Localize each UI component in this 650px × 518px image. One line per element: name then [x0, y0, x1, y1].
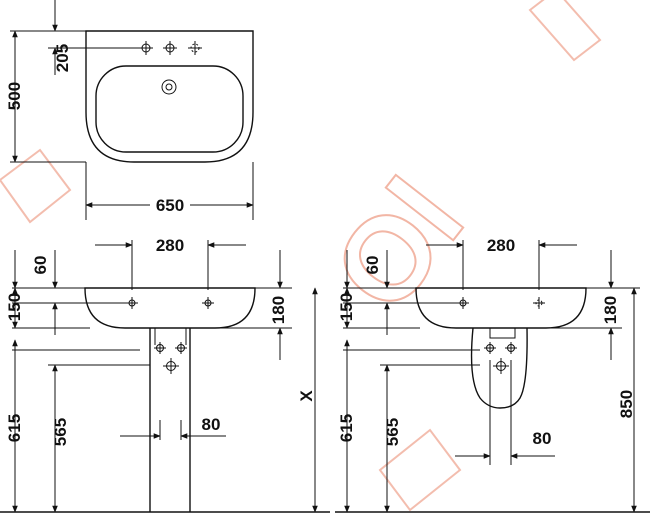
tap-hole-icon — [533, 297, 545, 309]
top-view: 500 205 650 — [5, 0, 254, 220]
offset-150-dimension: 150 — [337, 293, 356, 321]
offset-60-dimension: 60 — [31, 256, 50, 275]
tap-hole-icon — [202, 297, 214, 309]
trap-icon — [484, 342, 517, 374]
floor-615-dimension: 615 — [337, 414, 356, 442]
spacing-dimension: 280 — [487, 236, 515, 255]
floor-565-dimension: 565 — [51, 418, 70, 446]
basin-top-outline — [85, 30, 254, 163]
watermark-shapes — [0, 0, 602, 512]
floor-615-dimension: 615 — [5, 414, 24, 442]
tap-hole-icon — [139, 41, 153, 55]
drain-icon — [161, 79, 177, 95]
front-view-semi-pedestal: 280 60 150 615 565 80 180 850 — [335, 236, 650, 513]
tap-hole-icon — [163, 41, 177, 55]
floor-565-dimension: 565 — [383, 418, 402, 446]
width-dimension: 650 — [156, 196, 184, 215]
semi-pedestal — [470, 327, 528, 409]
pedestal — [149, 328, 191, 512]
trap-icon — [154, 342, 187, 374]
spacing-dimension: 280 — [156, 236, 184, 255]
height-x-dimension: X — [297, 390, 316, 402]
tap-offset-dimension: 205 — [53, 44, 72, 72]
waste-80-dimension: 80 — [202, 415, 221, 434]
basin-180-dimension: 180 — [601, 296, 620, 324]
front-view-pedestal: 280 60 150 615 565 80 180 X — [0, 236, 330, 513]
offset-150-dimension: 150 — [5, 293, 24, 321]
basin-180-dimension: 180 — [269, 296, 288, 324]
waste-80-dimension: 80 — [533, 429, 552, 448]
tap-hole-icon — [188, 41, 202, 55]
depth-dimension: 500 — [5, 82, 24, 110]
offset-60-dimension: 60 — [363, 256, 382, 275]
basin-front — [84, 287, 256, 329]
basin-bowl — [95, 65, 244, 153]
height-850-dimension: 850 — [617, 390, 636, 418]
